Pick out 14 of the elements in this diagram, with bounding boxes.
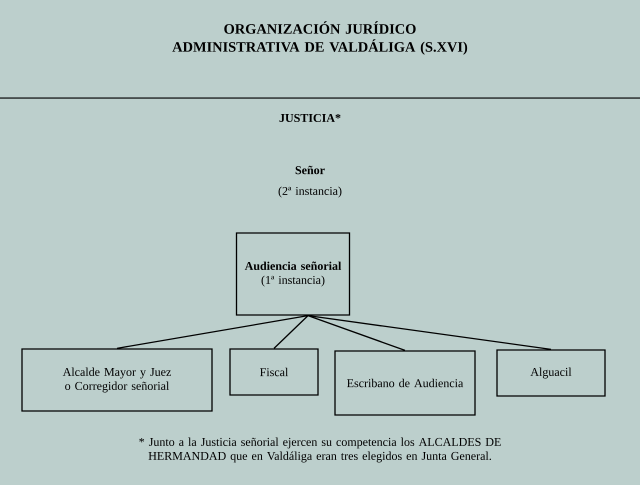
connector-line — [274, 315, 308, 349]
text-box: Escribano de Audiencia — [334, 350, 476, 416]
title: ORGANIZACIÓN JURÍDICO ADMINISTRATIVA DE VALDÁLIGA (S.XVI) — [172, 21, 468, 55]
text-box: Alguacil — [496, 349, 606, 397]
text-box: Alcalde Mayor y Juez o Corregidor señorial — [21, 348, 213, 412]
section-heading: JUSTICIA* — [280, 114, 340, 122]
note: (2ª instancia) — [278, 186, 342, 198]
connector-line — [308, 315, 406, 351]
connector-line — [116, 315, 308, 349]
footnote: * Junto a la Justicia señorial ejercen su competencia los ALCALDES DE HERMANDAD que en Valdáliga eran tres elegidos en Junta General. — [139, 438, 501, 462]
text-box: Fiscal — [229, 348, 319, 396]
connector-line — [308, 315, 552, 350]
heading: Señor — [296, 166, 325, 174]
text-box: Audiencia señorial (1ª instancia) — [236, 232, 350, 316]
